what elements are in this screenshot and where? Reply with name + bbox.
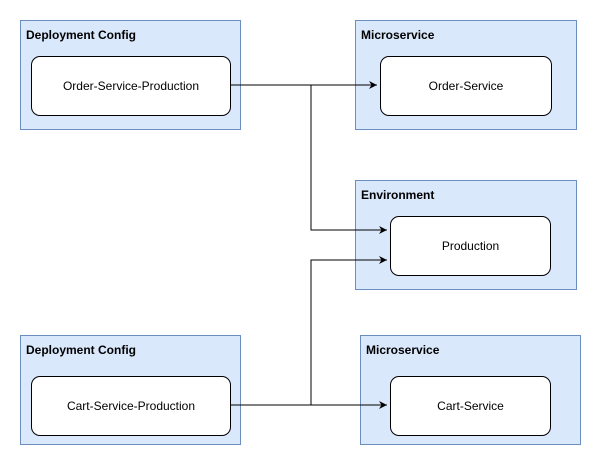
production-node[interactable]: Production (390, 216, 551, 276)
microservice-group-top: Microservice Order-Service (355, 20, 577, 130)
group-title: Deployment Config (26, 343, 136, 357)
node-label: Production (441, 239, 500, 253)
deployment-config-group-bottom: Deployment Config Cart-Service-Productio… (20, 335, 241, 445)
order-service-production-node[interactable]: Order-Service-Production (31, 56, 231, 116)
edge-cart-deploy-to-production (310, 256, 387, 405)
group-title: Deployment Config (26, 28, 136, 42)
node-label: Cart-Service (437, 399, 504, 413)
environment-group: Environment Production (355, 180, 577, 290)
deployment-config-group-top: Deployment Config Order-Service-Producti… (20, 20, 241, 130)
cart-service-production-node[interactable]: Cart-Service-Production (31, 376, 231, 436)
microservice-group-bottom: Microservice Cart-Service (360, 335, 581, 445)
group-title: Environment (361, 188, 435, 202)
group-title: Microservice (361, 28, 435, 42)
order-service-node[interactable]: Order-Service (380, 56, 552, 116)
node-label: Cart-Service-Production (66, 399, 196, 413)
edge-order-deploy-to-production (310, 85, 387, 234)
node-label: Order-Service (428, 79, 504, 93)
group-title: Microservice (366, 343, 440, 357)
cart-service-node[interactable]: Cart-Service (390, 376, 551, 436)
node-label: Order-Service-Production (62, 79, 200, 93)
